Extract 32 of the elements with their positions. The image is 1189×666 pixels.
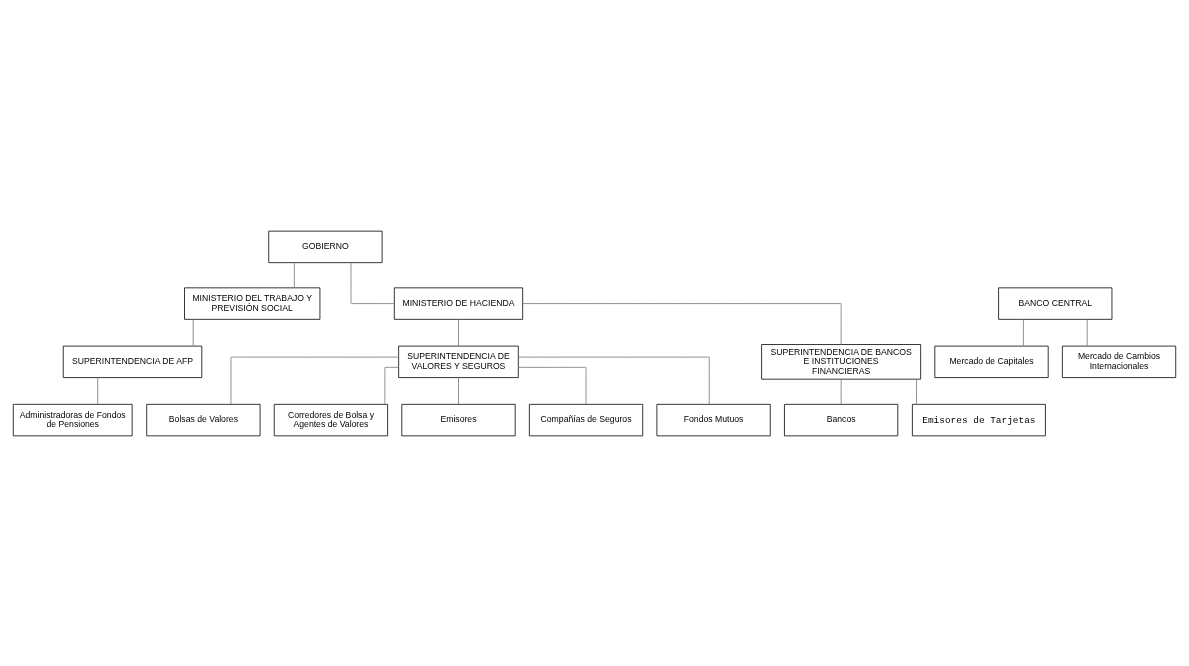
connector bbox=[916, 378, 917, 405]
connector bbox=[518, 356, 710, 405]
node-box: SUPERINTENDENCIA DE VALORES Y SEGUROS bbox=[398, 345, 519, 378]
connector bbox=[458, 318, 459, 346]
connector bbox=[522, 302, 842, 345]
connector bbox=[192, 318, 194, 346]
node-box: Emisores bbox=[401, 403, 516, 436]
connector bbox=[458, 376, 459, 405]
connector bbox=[230, 356, 399, 405]
node-box: Bancos bbox=[784, 403, 899, 436]
node-box: Compañías de Seguros bbox=[528, 403, 644, 436]
connector bbox=[840, 378, 842, 405]
connector bbox=[97, 376, 99, 405]
node-box: Fondos Mutuos bbox=[656, 403, 771, 436]
connector bbox=[518, 366, 587, 405]
connector bbox=[384, 366, 399, 405]
node-box: MINISTERIO DEL TRABAJO Y PREVISIÓN SOCIAL bbox=[184, 286, 321, 320]
node-box: Administradoras de Fondos de Pensiones bbox=[12, 403, 133, 436]
node-box: Bolsas de Valores bbox=[146, 403, 261, 436]
node-box: GOBIERNO bbox=[268, 230, 383, 263]
connector bbox=[1086, 318, 1088, 346]
node-box: Emisores de Tarjetas bbox=[912, 403, 1046, 436]
node-box: Mercado de Cambios Internacionales bbox=[1061, 345, 1177, 378]
node-box: SUPERINTENDENCIA DE AFP bbox=[62, 345, 203, 378]
node-box: BANCO CENTRAL bbox=[998, 286, 1113, 320]
node-box: SUPERINTENDENCIA DE BANCOS E INSTITUCIONES FINANCIERAS bbox=[761, 343, 922, 380]
connector bbox=[293, 261, 295, 288]
connector bbox=[1022, 318, 1024, 346]
node-box: Corredores de Bolsa y Agentes de Valores bbox=[273, 403, 389, 436]
connector bbox=[350, 261, 395, 304]
node-box: Mercado de Capitales bbox=[934, 345, 1049, 378]
node-box: MINISTERIO DE HACIENDA bbox=[393, 286, 524, 320]
